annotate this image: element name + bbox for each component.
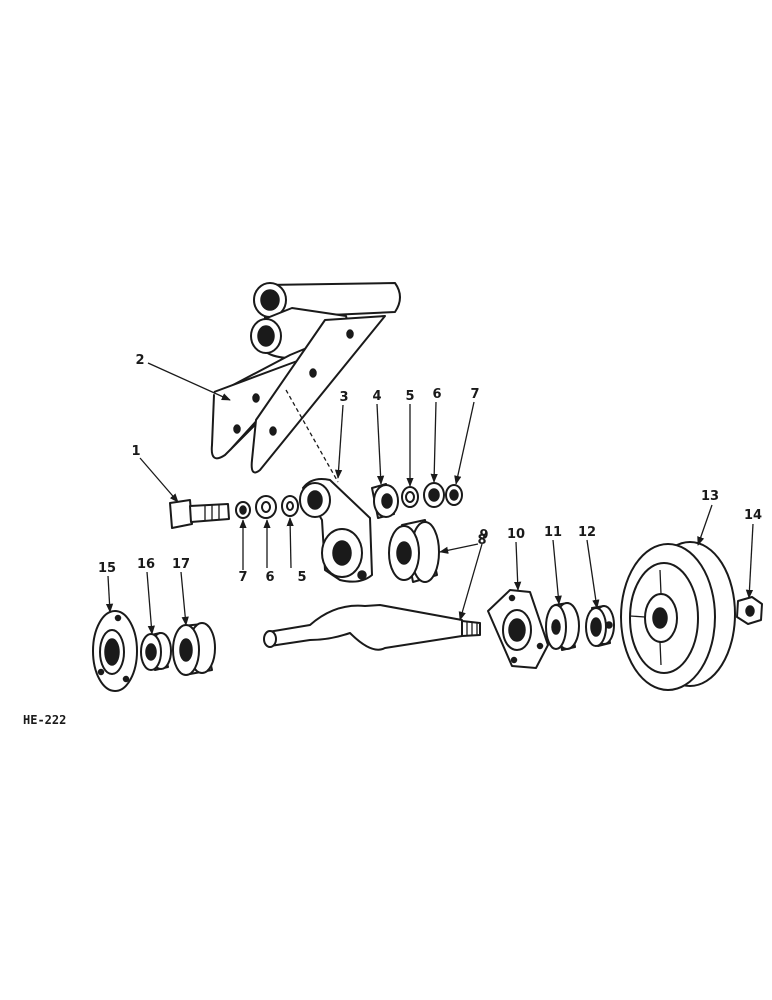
parts-7-6-5-left-washers xyxy=(235,495,299,519)
callout-10: 10 xyxy=(507,527,525,542)
callout-8: 8 xyxy=(477,533,486,548)
callout-11: 11 xyxy=(544,525,562,540)
part-10-flange xyxy=(487,589,549,669)
part-13-pulley xyxy=(620,541,736,691)
leader-lines xyxy=(105,362,754,635)
parts-11-12 xyxy=(545,602,615,651)
part-3-arm xyxy=(299,478,373,583)
callout-5-right: 5 xyxy=(405,389,414,404)
part-9-spindle xyxy=(263,604,481,651)
callout-3: 3 xyxy=(339,390,348,405)
callout-1: 1 xyxy=(131,444,140,459)
callout-7-left: 7 xyxy=(238,570,247,585)
callout-4: 4 xyxy=(372,389,381,404)
callout-5-left: 5 xyxy=(297,570,306,585)
drawing-code: HE-222 xyxy=(23,713,66,727)
callout-12: 12 xyxy=(578,525,596,540)
callout-17: 17 xyxy=(172,557,190,572)
part-8-bearing xyxy=(388,519,440,583)
parts-15-16-17 xyxy=(92,610,216,692)
callout-16: 16 xyxy=(137,557,155,572)
callout-6-left: 6 xyxy=(265,570,274,585)
callout-7-right: 7 xyxy=(470,387,479,402)
part-2-bracket xyxy=(210,282,401,483)
callout-6-right: 6 xyxy=(432,387,441,402)
callout-15: 15 xyxy=(98,561,116,576)
parts-4-5-6-7-right xyxy=(371,482,463,519)
part-1-bolt xyxy=(169,499,230,529)
callout-14: 14 xyxy=(744,508,762,523)
part-14-nut xyxy=(736,596,763,625)
callout-13: 13 xyxy=(701,489,719,504)
callout-labels: 1 2 3 4 5 6 7 5 6 7 8 9 10 11 12 13 14 1… xyxy=(98,353,762,585)
callout-2: 2 xyxy=(135,353,144,368)
callout-9: 9 xyxy=(479,528,488,543)
